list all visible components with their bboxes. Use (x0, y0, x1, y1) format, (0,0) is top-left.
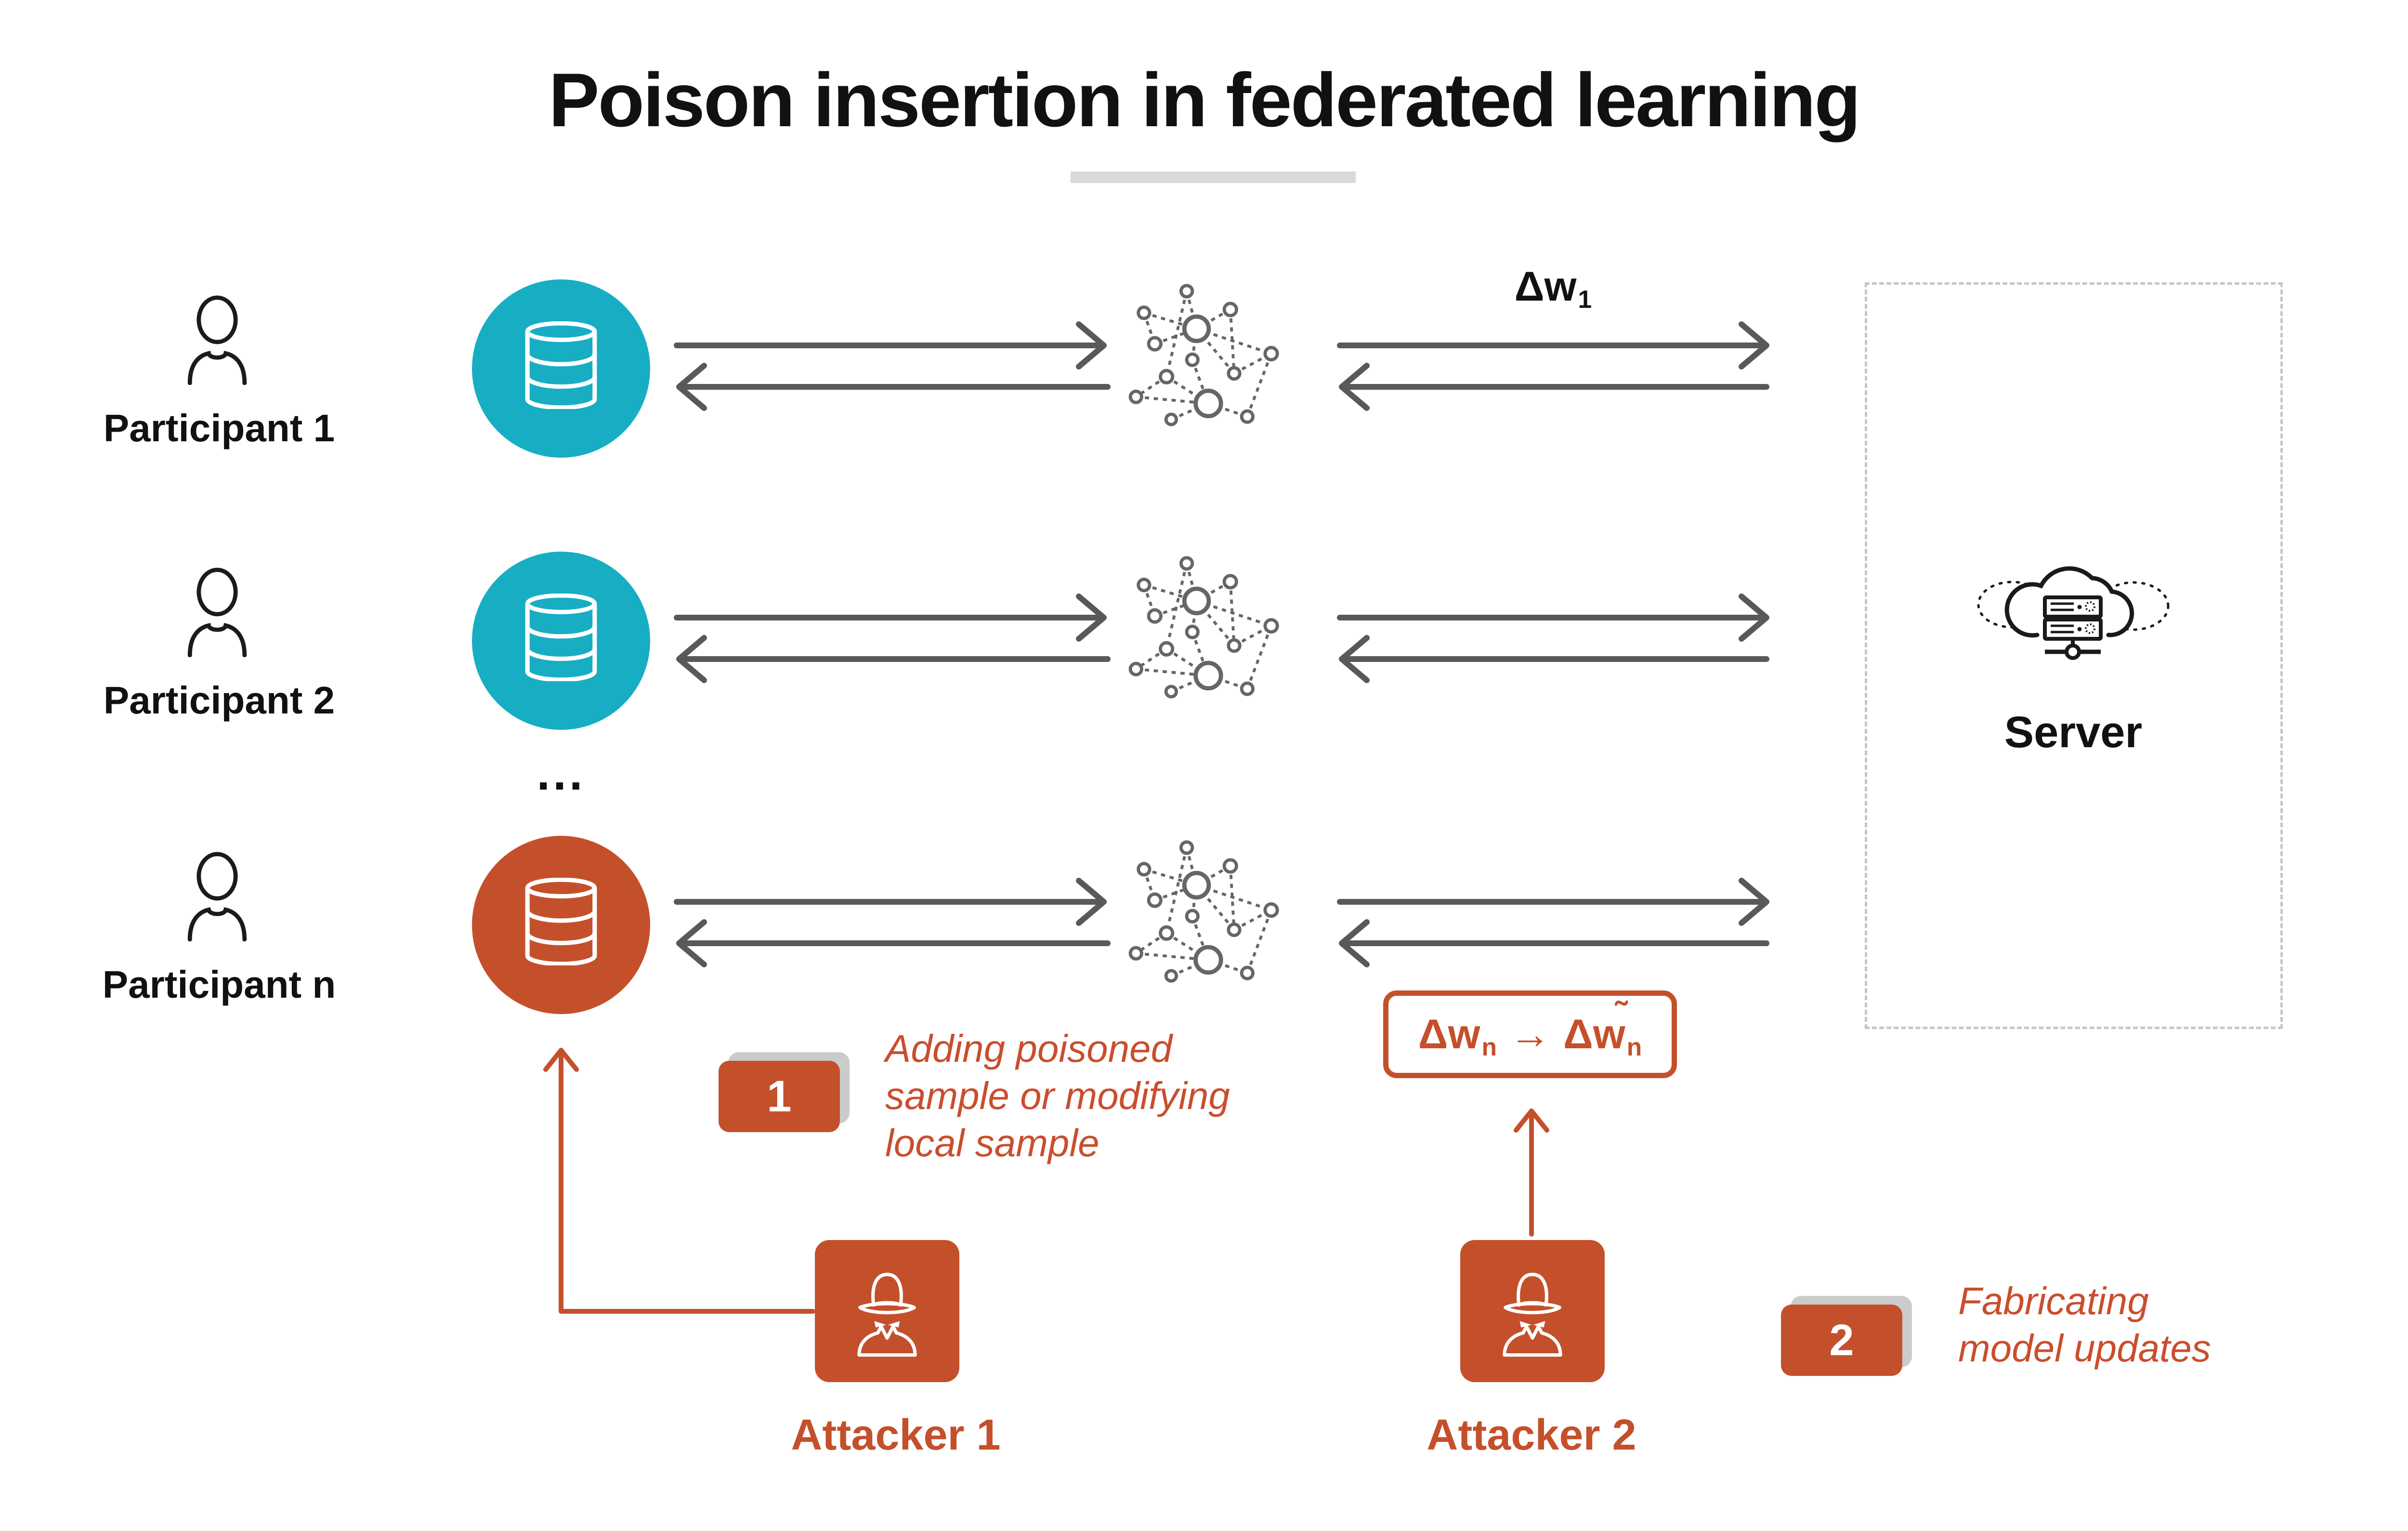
arrow-left-server-to-model1 (1339, 363, 1769, 411)
attack-arrow-attacker1-to-data (543, 1048, 815, 1314)
formula-lhs-base: Δw (1418, 1011, 1480, 1057)
step-2-line: model updates (1958, 1327, 2211, 1370)
step-1-line: Adding poisoned (885, 1027, 1173, 1070)
arrow-left-model-to-p2 (676, 635, 1111, 683)
step-1-number: 1 (767, 1071, 792, 1121)
person-icon (187, 295, 247, 385)
spy-icon (1503, 1272, 1562, 1357)
database-icon (525, 878, 597, 965)
arrow-right-p1-to-model (674, 321, 1107, 370)
arrow-right-p2-to-model (674, 594, 1107, 642)
step-2-description: Fabricating model updates (1958, 1278, 2392, 1372)
neural-network-icon (1128, 840, 1279, 983)
arrow-right-modeln-to-server (1337, 878, 1769, 926)
arrow-left-server-to-modeln (1339, 919, 1769, 967)
step-1-line: local sample (885, 1122, 1099, 1164)
cloud-server-icon (1977, 566, 2170, 660)
spy-icon (857, 1272, 917, 1357)
person-icon (187, 568, 247, 657)
formula-lhs-subscript: n (1481, 1032, 1497, 1061)
more-participants-ellipsis: ... (537, 746, 586, 800)
arrow-left-model-to-p1 (676, 363, 1111, 411)
arrow-left-model-to-pn (676, 919, 1111, 967)
database-icon (525, 594, 597, 681)
formula-rhs: Δw˜n (1563, 995, 1642, 1061)
title-divider (1071, 172, 1356, 183)
formula-lhs: Δwn (1418, 1011, 1497, 1061)
attacker-2-card (1460, 1240, 1605, 1382)
person-icon (187, 852, 247, 941)
fabricated-update-formula: Δwn → Δw˜n (1383, 990, 1677, 1078)
participant-n-poisoned-data-circle (472, 836, 650, 1014)
formula-arrow: → (1509, 1011, 1551, 1057)
neural-network-icon (1128, 284, 1279, 426)
step-2-line: Fabricating (1958, 1280, 2149, 1322)
weight-update-1-label: Δw1 (1428, 263, 1678, 314)
attacker-1-card (815, 1240, 959, 1382)
step-1-badge: 1 (719, 1061, 840, 1132)
database-icon (525, 321, 597, 409)
participant-2-label: Participant 2 (103, 679, 335, 722)
page-title: Poison insertion in federated learning (549, 58, 1861, 143)
tilde-mark: ˜ (1615, 994, 1627, 1034)
participant-n-label: Participant n (102, 963, 336, 1006)
delta-w-text: Δw (1514, 264, 1577, 310)
attacker-2-label: Attacker 2 (1426, 1411, 1636, 1459)
arrow-left-server-to-model2 (1339, 635, 1769, 683)
delta-w-subscript: 1 (1578, 285, 1592, 314)
step-2-badge: 2 (1781, 1305, 1902, 1376)
server-label: Server (2004, 708, 2143, 757)
participant-2-data-circle (472, 552, 650, 730)
step-2-number: 2 (1829, 1315, 1854, 1365)
participant-1-data-circle (472, 279, 650, 458)
arrow-right-model2-to-server (1337, 594, 1769, 642)
arrow-right-model1-to-server (1337, 321, 1769, 370)
arrow-right-pn-to-model (674, 878, 1107, 926)
attacker-1-label: Attacker 1 (791, 1411, 1001, 1459)
step-1-line: sample or modifying (885, 1074, 1230, 1117)
neural-network-icon (1128, 556, 1279, 699)
attack-arrow-attacker2-to-update (1514, 1109, 1549, 1237)
step-1-description: Adding poisoned sample or modifying loca… (885, 1025, 1415, 1167)
participant-1-label: Participant 1 (103, 407, 335, 449)
formula-rhs-subscript: n (1626, 1032, 1642, 1061)
formula-rhs-base: Δw (1563, 1011, 1625, 1057)
